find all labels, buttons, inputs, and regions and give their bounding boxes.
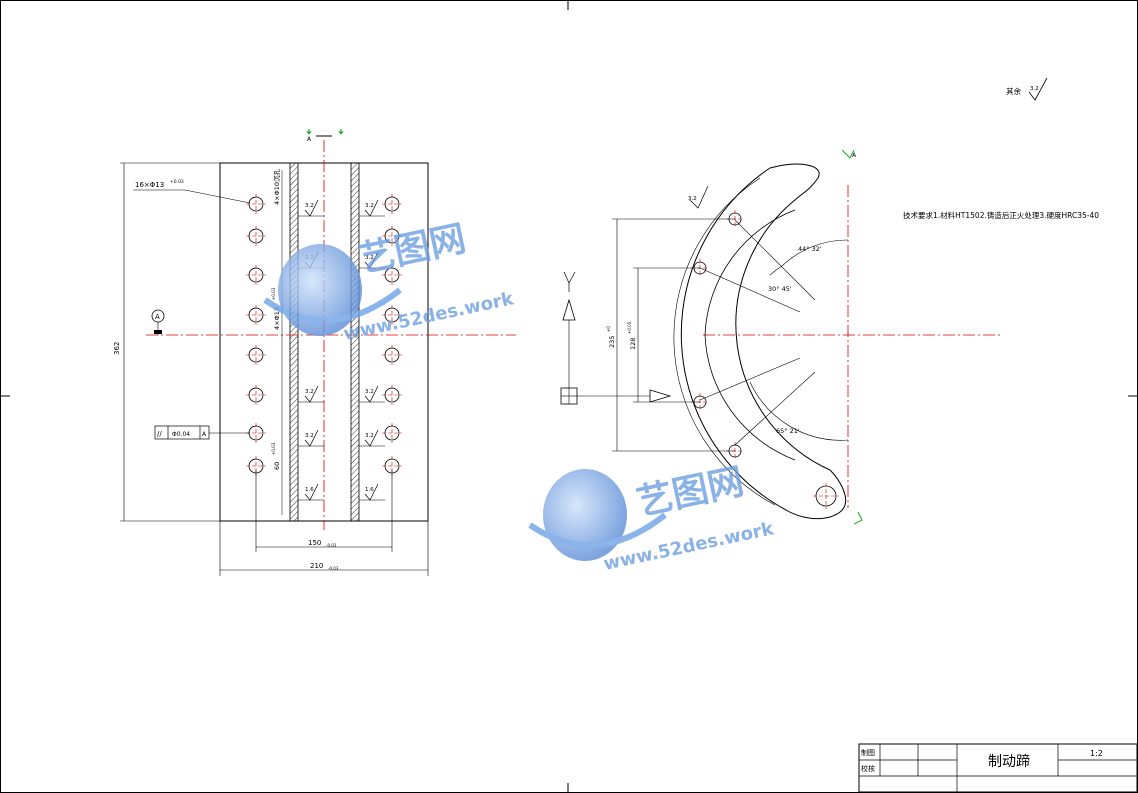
small-hole-callout: 4×Φ13 bbox=[273, 307, 281, 330]
watermark-brand-1: 艺图网 bbox=[355, 218, 469, 281]
other-roughness-label: 其余 bbox=[1006, 86, 1021, 96]
hatched-rib-right bbox=[350, 162, 360, 522]
title-block-row2-label: 校核 bbox=[861, 764, 875, 773]
watermark-url-1: www.52des.work bbox=[342, 288, 517, 345]
drawing-scale: 1:2 bbox=[1090, 749, 1103, 758]
bottom-dimension-tolerance: +0.03 bbox=[271, 442, 276, 455]
roughness-value: 1.6 bbox=[365, 487, 374, 493]
roughness-value: 3.2 bbox=[365, 255, 374, 261]
angle-1: 44° 32' bbox=[798, 245, 822, 253]
title-block-row1-label: 制图 bbox=[861, 748, 875, 757]
left-view: A 362 16×Φ13 +0.03 A // Φ0.04 A 4×Φ10沉孔 … bbox=[113, 129, 516, 576]
shoe-holes bbox=[691, 210, 839, 509]
watermark-2: 艺图网 www.52des.work bbox=[528, 461, 777, 575]
angle-3: 65° 21' bbox=[776, 427, 800, 435]
height-dimension: 362 bbox=[113, 342, 121, 355]
width-dimension-inner: 150 bbox=[308, 539, 321, 547]
tolerance-datum: A bbox=[202, 431, 207, 438]
slot-callout: 4×Φ10沉孔 bbox=[273, 169, 281, 205]
roughness-value: 1.6 bbox=[305, 487, 314, 493]
tolerance-symbol: // bbox=[157, 430, 162, 438]
holes-callout-tolerance: +0.03 bbox=[170, 179, 184, 185]
part-name: 制动蹄 bbox=[988, 753, 1030, 770]
shoe-inner-arc bbox=[735, 199, 831, 471]
watermark-url-2: www.52des.work bbox=[602, 518, 777, 575]
angle-2: 30° 45' bbox=[768, 285, 792, 293]
other-roughness-value: 3.2 bbox=[1030, 86, 1039, 92]
dimension-vertical-outer: 235 bbox=[608, 336, 616, 348]
bottom-dimension: 60 bbox=[273, 462, 281, 470]
tolerance-value: Φ0.04 bbox=[172, 431, 190, 438]
dimension-vertical-inner-tolerance: +0.05 bbox=[627, 321, 632, 334]
roughness-value: 3.2 bbox=[305, 389, 314, 395]
roughness-value: 3.2 bbox=[305, 433, 314, 439]
datum-label: A bbox=[155, 313, 160, 321]
holes-callout: 16×Φ13 bbox=[135, 181, 164, 189]
roughness-top: 3.2 bbox=[688, 196, 697, 202]
roughness-value: 3.2 bbox=[305, 203, 314, 209]
dimension-vertical-outer-tolerance: +0 bbox=[606, 326, 611, 332]
roughness-value: 3.2 bbox=[365, 433, 374, 439]
title-block: 制图 校核 制动蹄 1:2 bbox=[858, 743, 1138, 793]
hatched-rib-left bbox=[289, 162, 299, 522]
small-hole-tolerance: +0.03 bbox=[271, 287, 276, 300]
width-dimension-inner-tolerance: -0.03 bbox=[326, 543, 337, 548]
section-mark-right-top: A bbox=[852, 152, 857, 159]
tolerance-frame bbox=[154, 425, 210, 440]
shoe-outer-arc bbox=[680, 167, 787, 511]
width-dimension-outer: 210 bbox=[310, 562, 323, 570]
holes-right-column bbox=[382, 194, 402, 476]
roughness-value: 3.2 bbox=[365, 203, 374, 209]
technical-requirements: 技术要求1.材料HT1502.铸造后正火处理3.硬度HRC35-40 bbox=[903, 210, 1099, 220]
width-dimension-outer-tolerance: -0.03 bbox=[328, 566, 339, 571]
dimension-vertical-inner: 128 bbox=[629, 338, 637, 350]
section-mark-left: A bbox=[307, 136, 312, 143]
right-view: 44° 32' 30° 45' 65° 21' 235 +0 128 +0.05… bbox=[560, 149, 1000, 525]
watermark-brand-2: 艺图网 bbox=[633, 461, 747, 524]
roughness-value: 3.2 bbox=[365, 389, 374, 395]
